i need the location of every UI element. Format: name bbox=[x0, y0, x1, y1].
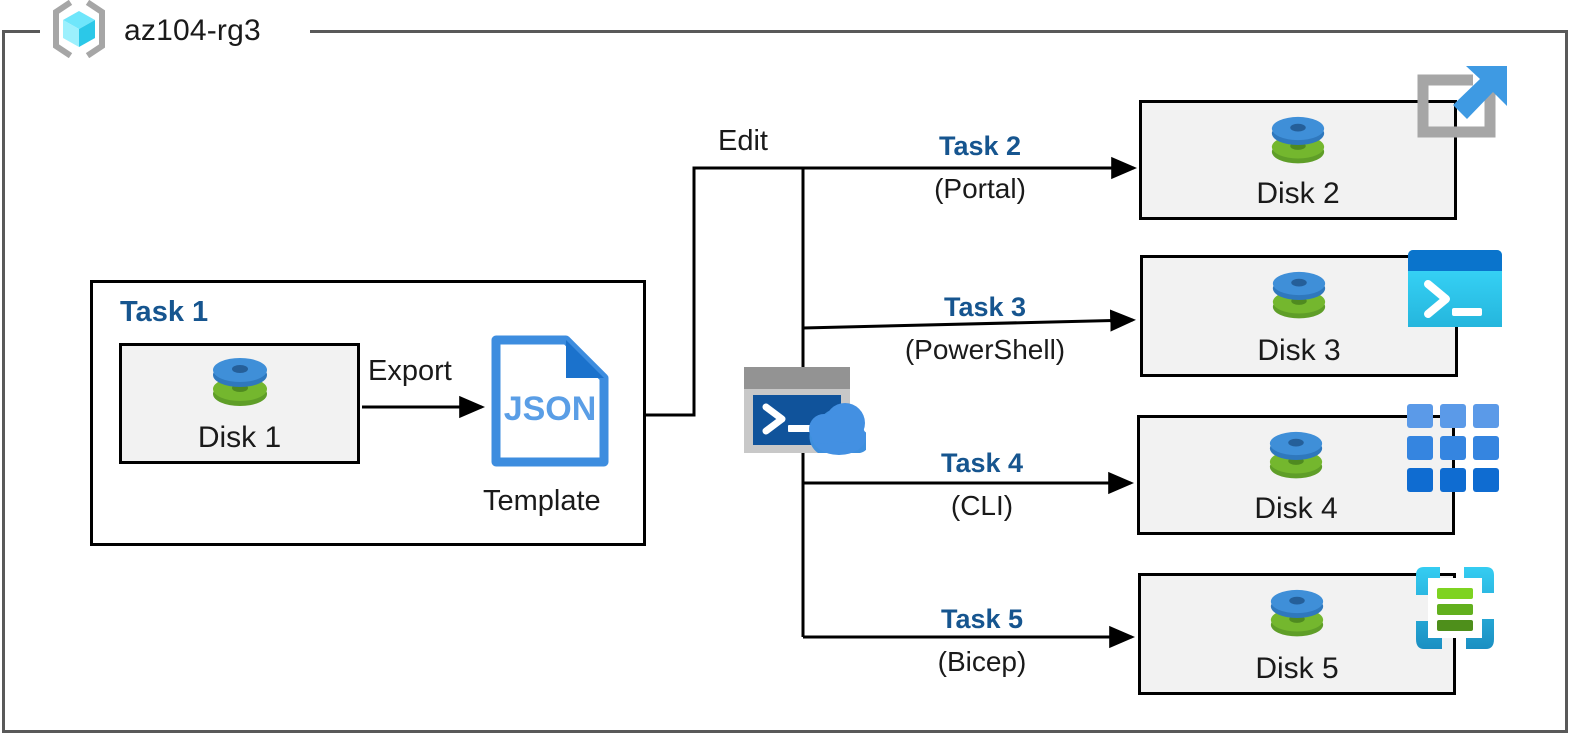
resource-group-frame bbox=[2, 30, 1568, 733]
disk4-box: Disk 4 bbox=[1137, 415, 1455, 535]
disk-icon bbox=[1267, 115, 1329, 180]
json-document-icon: JSON bbox=[490, 334, 610, 473]
cloud-shell-icon bbox=[744, 367, 870, 460]
resource-group-cube-icon bbox=[48, 0, 110, 63]
disk-icon bbox=[1265, 430, 1327, 495]
edit-label: Edit bbox=[718, 125, 768, 157]
resource-group-name: az104-rg3 bbox=[124, 14, 261, 47]
disk2-box: Disk 2 bbox=[1139, 100, 1457, 220]
disk5-label: Disk 5 bbox=[1255, 652, 1339, 685]
disk1-box: Disk 1 bbox=[119, 343, 360, 464]
disk3-label: Disk 3 bbox=[1257, 334, 1341, 367]
task3-method: (PowerShell) bbox=[904, 334, 1066, 365]
disk-icon bbox=[208, 356, 272, 423]
azure-portal-icon bbox=[1405, 62, 1515, 172]
resource-group-header: az104-rg3 bbox=[48, 0, 261, 63]
powershell-icon bbox=[1408, 250, 1502, 332]
azure-cli-icon bbox=[1407, 404, 1499, 497]
export-label: Export bbox=[368, 355, 452, 387]
disk-icon bbox=[1266, 588, 1328, 653]
disk5-box: Disk 5 bbox=[1138, 573, 1456, 695]
task4-caption: Task 4 bbox=[940, 448, 1024, 478]
disk3-box: Disk 3 bbox=[1140, 255, 1458, 377]
disk4-label: Disk 4 bbox=[1254, 492, 1338, 525]
task1-heading: Task 1 bbox=[120, 296, 209, 328]
disk-icon bbox=[1268, 270, 1330, 335]
task4-method: (CLI) bbox=[950, 490, 1014, 521]
task5-caption: Task 5 bbox=[940, 604, 1024, 634]
task2-method: (Portal) bbox=[934, 173, 1026, 204]
svg-text:JSON: JSON bbox=[504, 390, 597, 428]
bicep-icon bbox=[1408, 561, 1502, 661]
task5-method: (Bicep) bbox=[937, 646, 1027, 677]
template-label: Template bbox=[483, 485, 601, 517]
disk2-label: Disk 2 bbox=[1256, 177, 1340, 210]
disk1-label: Disk 1 bbox=[197, 421, 282, 454]
frame-title-gap bbox=[40, 24, 310, 38]
task2-caption: Task 2 bbox=[938, 131, 1022, 161]
task3-caption: Task 3 bbox=[943, 292, 1027, 322]
